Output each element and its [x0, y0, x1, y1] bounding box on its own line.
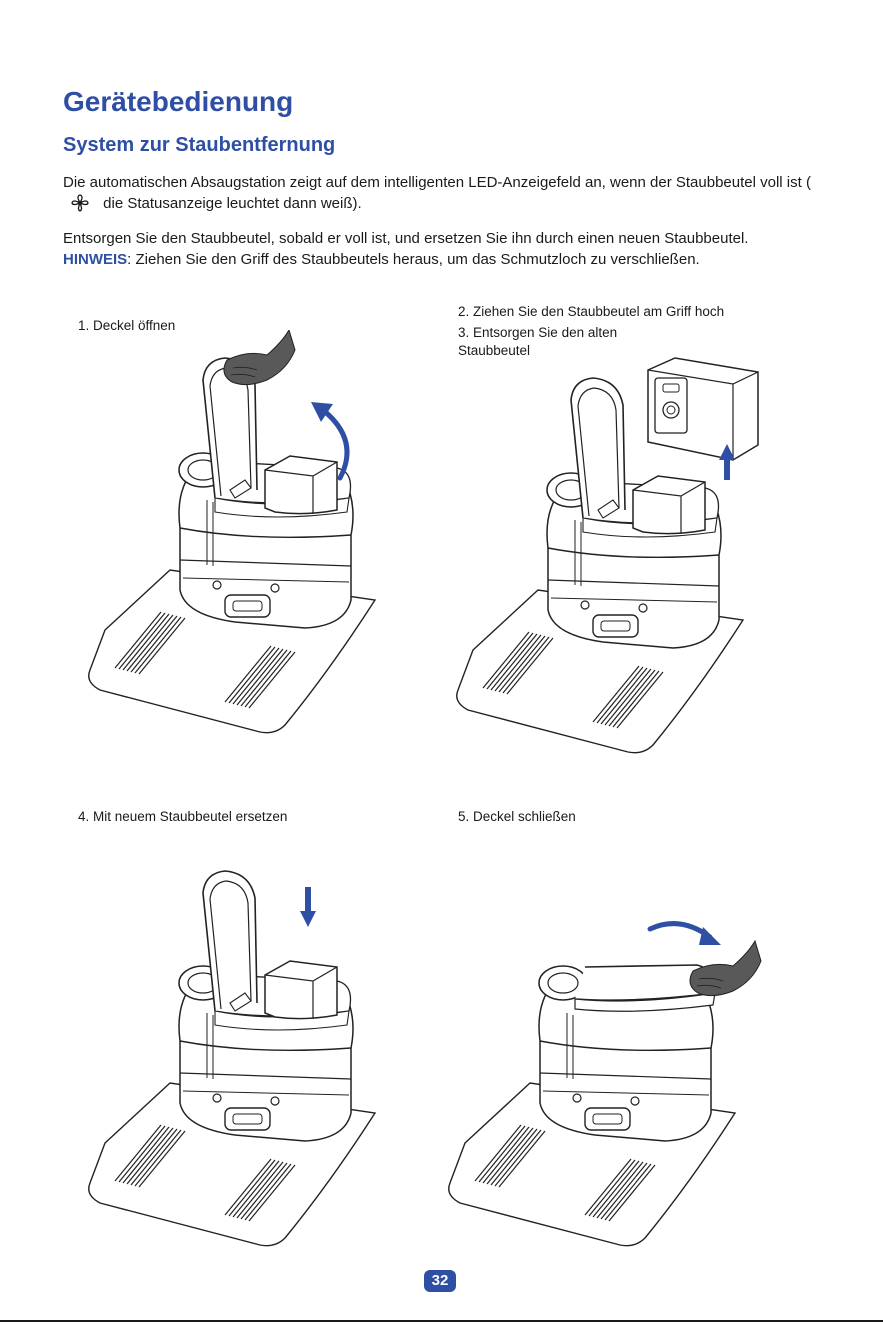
fan-icon — [71, 194, 89, 212]
note-label: HINWEIS — [63, 251, 128, 268]
step-5-illustration — [448, 921, 762, 1247]
instruction-paragraph: Entsorgen Sie den Staubbeutel, sobald er… — [63, 228, 833, 270]
step-4-caption: 4. Mit neuem Staubbeutel ersetzen — [78, 809, 288, 824]
step-3-caption: 3. Entsorgen Sie den alten Staubbeutel — [458, 325, 618, 358]
dust-bag-icon — [647, 357, 759, 461]
instruction-text: Entsorgen Sie den Staubbeutel, sobald er… — [63, 230, 749, 247]
arrow-up-icon — [719, 444, 735, 480]
status-text-end: die Statusanzeige leuchtet dann weiß). — [103, 195, 362, 212]
arrow-down-icon — [300, 887, 316, 927]
status-text-start: Die automatischen Absaugstation zeigt au… — [63, 174, 811, 191]
step-1-illustration — [88, 330, 376, 734]
step-5-caption: 5. Deckel schließen — [458, 809, 576, 824]
curved-arrow-icon — [647, 921, 713, 940]
bottom-rule — [0, 1320, 883, 1322]
note-text: : Ziehen Sie den Griff des Staubbeutels … — [127, 251, 700, 268]
curved-arrow-icon — [320, 407, 350, 481]
section-title: System zur Staubentfernung — [63, 134, 336, 156]
step-2-caption: 2. Ziehen Sie den Staubbeutel am Griff h… — [458, 304, 725, 319]
page-title: Gerätebedienung — [63, 86, 294, 117]
step-1-caption: 1. Deckel öffnen — [78, 318, 176, 333]
status-paragraph: Die automatischen Absaugstation zeigt au… — [63, 172, 833, 214]
step-4-illustration — [88, 870, 376, 1247]
page-number: 32 — [424, 1270, 456, 1292]
step-2-illustration — [456, 357, 759, 754]
